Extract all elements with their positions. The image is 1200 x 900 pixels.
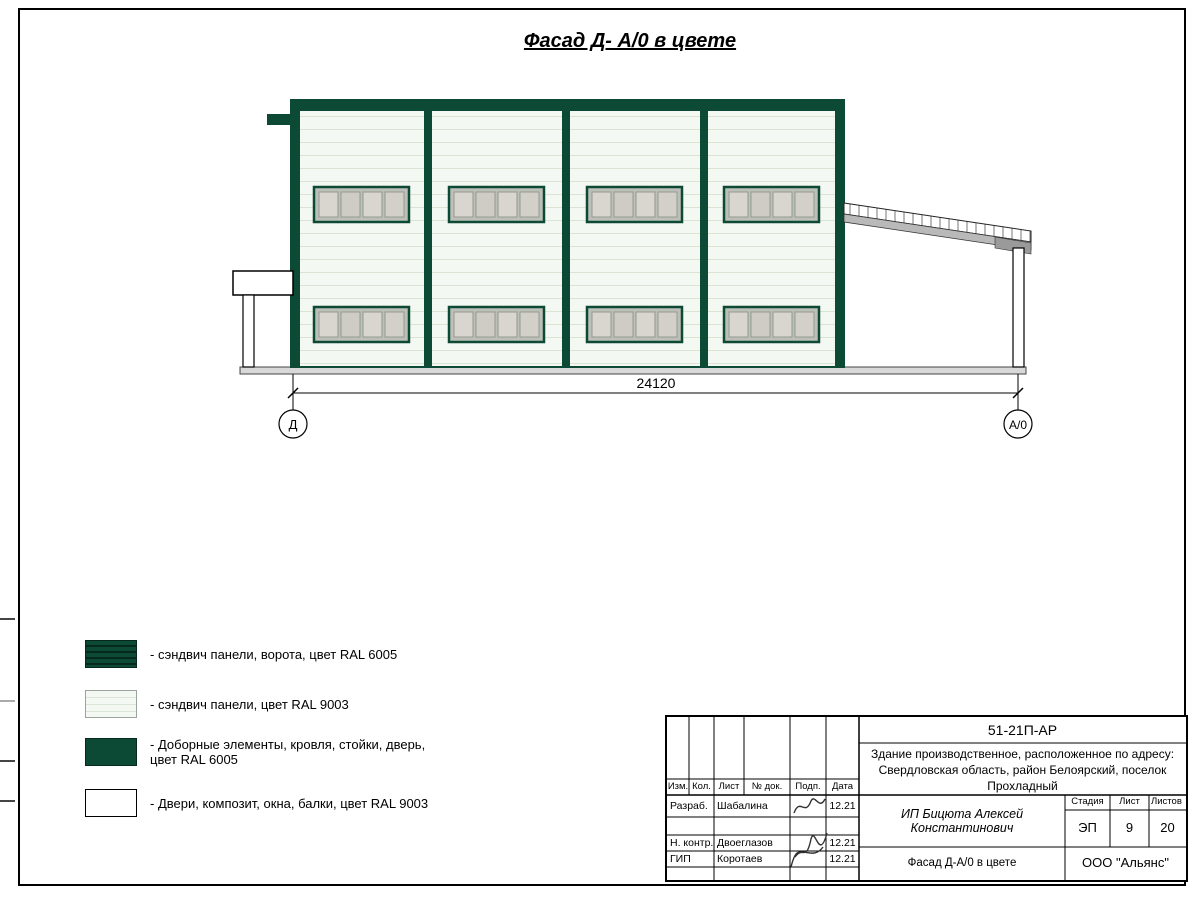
signature-razrab [793, 798, 826, 814]
tb-date-nkontr: 12.21 [829, 836, 856, 849]
tb-role-gip: ГИП [670, 852, 691, 865]
tb-col-list: Лист [718, 780, 740, 792]
axis-circle-left [278, 409, 308, 439]
fold-mark [0, 618, 15, 620]
tb-company: ООО "Альянс" [1082, 855, 1169, 871]
ral6005-trim-swatch [85, 738, 137, 766]
tb-object-line: Прохладный [987, 778, 1058, 793]
tb-name-nkontr: Двоеглазов [717, 836, 773, 849]
legend-item: - Доборные элементы, кровля, стойки, две… [85, 737, 450, 767]
ral6005-gate-swatch [85, 640, 137, 668]
tb-col-podp: Подп. [795, 780, 821, 792]
tb-sheets-label: Листов [1151, 796, 1182, 808]
gutter-stub [267, 114, 293, 125]
sheet-border [18, 8, 1186, 886]
ral9003-doors-swatch [85, 789, 137, 817]
tb-object-address: Здание производственное, расположенное п… [859, 744, 1186, 795]
title-block: Изм. Кол. Лист № док. Подп. Дата Разраб.… [665, 715, 1188, 882]
tb-object-line: Свердловская область, район Белоярский, … [878, 762, 1167, 777]
legend-label: - сэндвич панели, цвет RAL 9003 [150, 696, 349, 712]
signature-gip [790, 832, 828, 868]
legend-label: - сэндвич панели, ворота, цвет RAL 6005 [150, 646, 398, 662]
facade-drawing: 24120 Д А/0 [232, 99, 1033, 439]
tb-stage-label: Стадия [1071, 796, 1104, 808]
legend-label: - Двери, композит, окна, балки, цвет RAL… [150, 795, 429, 811]
legend-label: - Доборные элементы, кровля, стойки, две… [150, 737, 426, 767]
tb-date-gip: 12.21 [829, 852, 856, 865]
tb-sheet-value: 9 [1125, 820, 1134, 836]
lean-to-canopy [843, 202, 1032, 368]
base-strip [239, 366, 1027, 375]
tb-role-razrab: Разраб. [670, 799, 708, 812]
entrance-canopy [232, 270, 294, 368]
tb-role-nkontr: Н. контр. [670, 836, 714, 849]
ral9003-panel-swatch [85, 690, 137, 718]
axis-label-left: Д [289, 417, 298, 432]
axis-circle-right [1003, 409, 1033, 439]
title-block-grid [667, 717, 1186, 880]
legend-item: - Двери, композит, окна, балки, цвет RAL… [85, 789, 428, 817]
tb-doc-code: 51-21П-АР [987, 721, 1058, 738]
legend-item: - сэндвич панели, цвет RAL 9003 [85, 690, 349, 718]
fold-mark [0, 760, 15, 762]
legend-item: - сэндвич панели, ворота, цвет RAL 6005 [85, 640, 397, 668]
tb-sheet-label: Лист [1119, 796, 1140, 808]
tb-col-kol: Кол. [692, 780, 711, 792]
tb-date-razrab: 12.21 [829, 799, 856, 812]
tb-client: ИП Бицюта Алексей Константинович [900, 806, 1024, 835]
page-title: Фасад Д- А/0 в цвете [523, 30, 737, 52]
dimension-line: 24120 [287, 374, 1024, 410]
tb-drawing-title: Фасад Д-А/0 в цвете [907, 856, 1017, 869]
fold-mark [0, 700, 15, 702]
tb-stage-value: ЭП [1078, 820, 1097, 836]
legend: - сэндвич панели, ворота, цвет RAL 6005 … [85, 638, 515, 838]
building-facade [232, 99, 845, 368]
axis-label-right: А/0 [1009, 418, 1027, 432]
tb-object-line: Здание производственное, расположенное п… [870, 746, 1175, 761]
tb-name-razrab: Шабалина [717, 799, 768, 812]
dimension-value: 24120 [637, 375, 676, 391]
axis-markers: Д А/0 [278, 409, 1033, 439]
fold-mark [0, 800, 15, 802]
tb-sheets-value: 20 [1160, 820, 1175, 836]
tb-name-gip: Коротаев [717, 852, 763, 865]
tb-col-izm: Изм. [667, 780, 689, 792]
tb-col-doc: № док. [751, 780, 783, 792]
tb-col-data: Дата [831, 780, 854, 792]
